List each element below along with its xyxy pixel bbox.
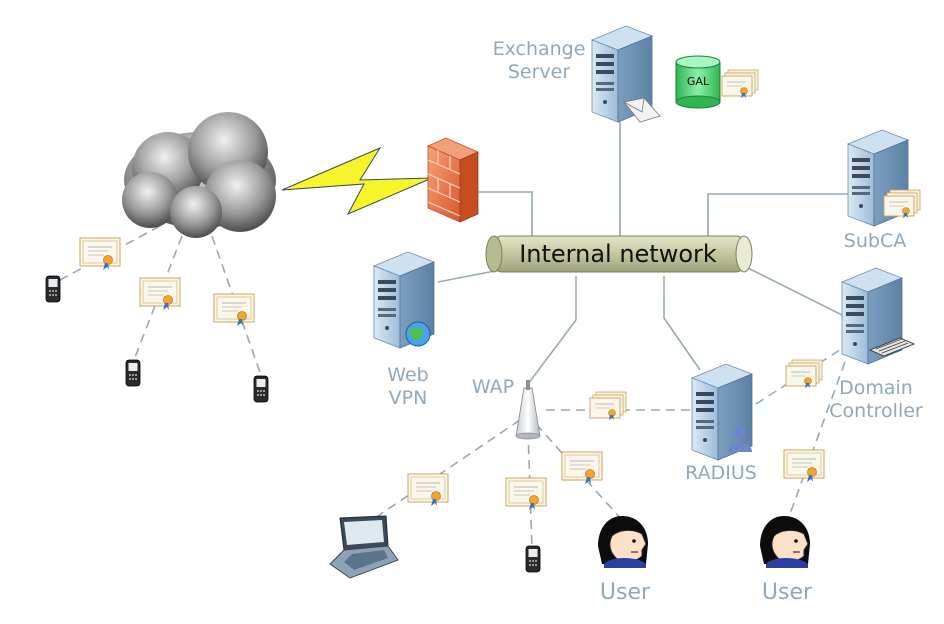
certificate-icon — [785, 359, 823, 389]
laptop-icon — [329, 515, 399, 579]
certificate-icon — [721, 69, 759, 99]
network-links — [437, 118, 849, 385]
user-avatar-icon — [597, 515, 649, 569]
globe-icon — [405, 321, 431, 347]
cloud-icon — [122, 112, 276, 238]
certificate-icon — [505, 477, 547, 511]
internal-network-pipe — [485, 235, 753, 273]
mobile-phone-icon — [253, 375, 269, 403]
subca-label: SubCA — [843, 230, 907, 252]
web-vpn-label: Web VPN — [387, 364, 429, 409]
certificate-icon — [561, 451, 603, 485]
domain-controller-label: Domain Controller — [829, 377, 923, 422]
mobile-phone-icon — [125, 359, 141, 387]
web-vpn-server — [373, 251, 435, 349]
radius-server — [691, 363, 753, 461]
certificate-icon — [139, 277, 181, 311]
internal-network-label: Internal network — [519, 240, 717, 268]
user-avatar-icon — [759, 515, 811, 569]
user-label: User — [761, 580, 813, 605]
lightning-bolt-icon — [281, 146, 433, 216]
certificate-icon — [79, 237, 121, 271]
domain-controller-server — [841, 267, 916, 365]
access-point-icon — [515, 380, 541, 440]
mobile-phone-icon — [45, 275, 61, 303]
exchange-server-label: Exchange Server — [492, 38, 586, 83]
link-webvpn — [437, 269, 501, 283]
mobile-phone-icon — [525, 545, 541, 573]
wap-label: WAP — [471, 376, 515, 398]
link-firewall — [470, 191, 533, 238]
certificate-icon — [883, 189, 921, 219]
certificate-icon — [407, 473, 449, 507]
user-label: User — [599, 580, 651, 605]
gal-label: GAL — [686, 75, 710, 88]
subca-server — [847, 129, 921, 227]
firewall-icon — [427, 137, 479, 223]
link-radius — [663, 276, 701, 371]
radius-label: RADIUS — [685, 462, 757, 484]
link-wap-diag — [527, 319, 577, 385]
database-icon — [675, 55, 721, 109]
certificate-icon — [213, 293, 255, 327]
person-icon — [728, 426, 752, 452]
link-dc — [747, 267, 849, 319]
link-subca — [707, 193, 848, 238]
certificate-icon — [783, 449, 825, 483]
certificate-icon — [589, 391, 627, 421]
keyboard-icon — [868, 337, 916, 357]
exchange-server — [591, 25, 661, 123]
mail-envelope-icon — [623, 97, 661, 123]
